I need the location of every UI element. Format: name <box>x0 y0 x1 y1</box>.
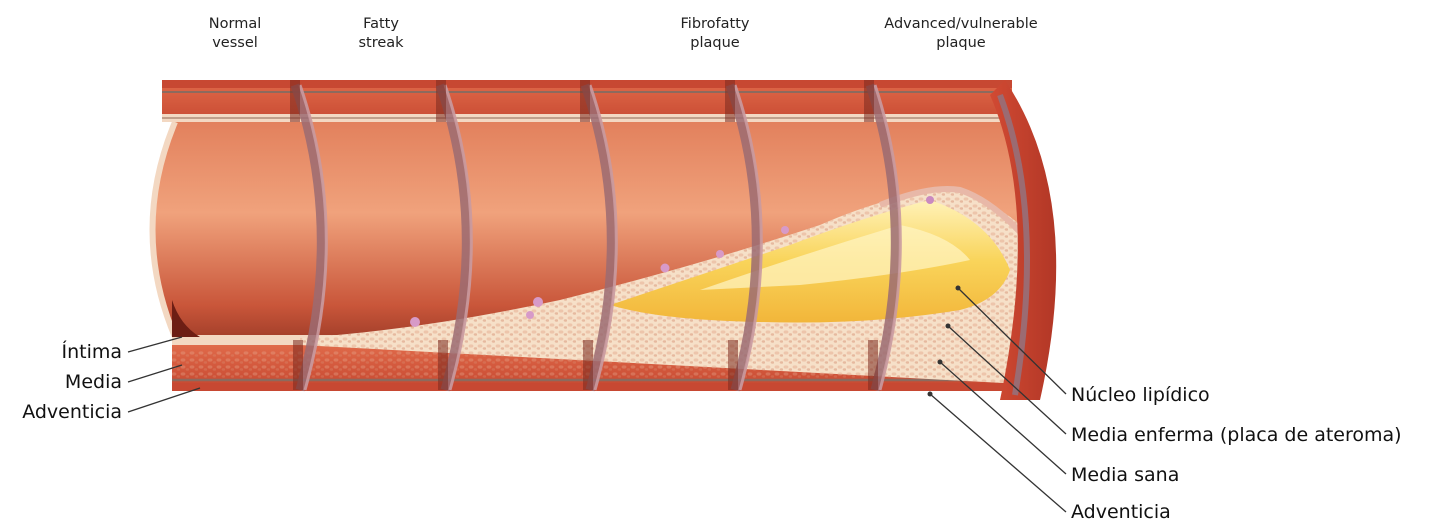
label-adventicia-right: Adventicia <box>1071 501 1171 523</box>
label-media: Media <box>65 371 122 393</box>
label-adventicia-left: Adventicia <box>22 401 122 423</box>
stage-label-fibrofatty-plaque: Fibrofatty plaque <box>620 15 810 53</box>
stage-label-fatty-streak: Fatty streak <box>286 15 476 53</box>
label-healthy-media: Media sana <box>1071 464 1179 486</box>
label-lipid-core: Núcleo lipídico <box>1071 384 1210 406</box>
label-diseased-media: Media enferma (placa de ateroma) <box>1071 424 1402 446</box>
stage-label-advanced-plaque: Advanced/vulnerable plaque <box>866 15 1056 53</box>
label-intima: Íntima <box>61 341 122 363</box>
